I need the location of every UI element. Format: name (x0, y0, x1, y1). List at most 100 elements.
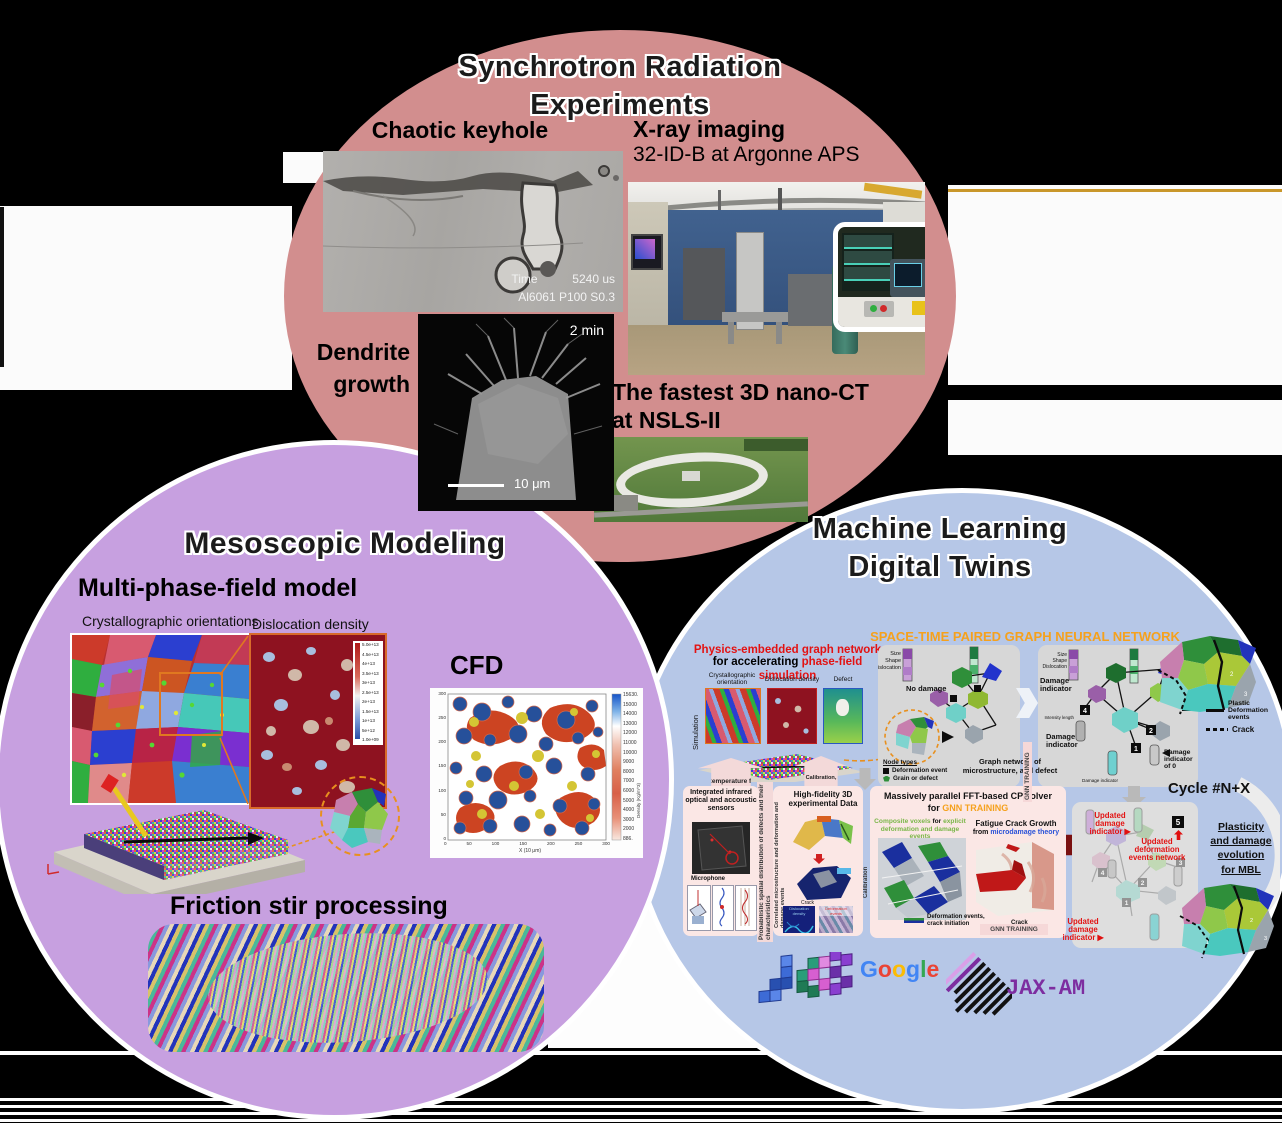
damage-indicator-zero: Damage indicator of 0 (1164, 749, 1193, 771)
cfd-xtick: 200 (546, 841, 555, 846)
updated-deformation: Updated deformation events network (1128, 837, 1186, 863)
damage-indicator-top: Damage indicator (1040, 676, 1072, 693)
disl-colorbar-labels: 5.0e+13 4.5e+13 4e+13 3.5e+13 3e+13 2.5e… (362, 642, 382, 742)
plasticity-note: Plasticity and damage evolution for MBL (1200, 820, 1282, 877)
cfd-cb-label: 9000 (623, 759, 635, 766)
fft-title-2: for GNN TRAINING (874, 803, 1062, 813)
cb-label: 4.5e+13 (362, 651, 379, 657)
google-letter: o (877, 956, 892, 982)
google-letter: l (920, 956, 927, 982)
hifi-3d-top (793, 816, 853, 850)
inset-control-box (864, 301, 894, 317)
phase-field-block-3d (52, 772, 307, 906)
inset-rack-row (844, 235, 892, 249)
google-letter: e (926, 956, 940, 982)
mesoscopic-title: Mesoscopic Modeling (184, 527, 506, 560)
keyhole-time-label: Time (511, 272, 538, 286)
inset-button-red (880, 305, 887, 312)
bg-black-sliver (0, 207, 4, 367)
synchrotron-title-line2: Experiments (530, 89, 710, 122)
keyhole-time: Time 5240 us (511, 272, 615, 286)
disl-colorbar: 5.0e+13 4.5e+13 4e+13 3.5e+13 3e+13 2.5e… (353, 641, 383, 745)
updated-network-graphic: 4 2 1 3 (1085, 807, 1185, 941)
sim-crys-image (705, 688, 761, 744)
cfd-ytick: 50 (440, 811, 446, 817)
updated-damage-1-text: Updated damage indicator (1089, 811, 1126, 837)
crack-line-icon (1206, 728, 1228, 732)
disl-graphic (261, 647, 355, 795)
bg-stripe (0, 1098, 1282, 1101)
xray-imaging-label: X-ray imaging (633, 116, 786, 142)
panel-chevron (1016, 688, 1038, 718)
num-5-square: 5 (1172, 816, 1184, 828)
cfd-cb-label: 4000 (623, 807, 635, 814)
xray-beamline-photo (628, 182, 925, 375)
faded-num: 2 (1141, 880, 1145, 887)
dendrite-graphic (433, 317, 603, 500)
cb-label: 1e+13 (362, 718, 375, 723)
cfd-x-label: X (10 μm) (518, 848, 542, 854)
cfd-cb-label: 15000 (623, 701, 637, 708)
gold-line (948, 189, 1282, 192)
cfd-ytick: 250 (438, 715, 446, 721)
fft-title-2-pre: for (927, 803, 943, 813)
hifi-panel: Correlated microstructure and deformatio… (773, 786, 863, 936)
inset-button-green (870, 305, 877, 312)
sensors-signal-2 (735, 885, 757, 931)
cracked-cluster-bottom-graphic: 2 3 1 (1179, 884, 1274, 959)
nanoct-line1: The fastest 3D nano-CT (612, 379, 869, 405)
updated-damage-1: Updated damage indicator ▶ (1082, 811, 1138, 837)
crack-num: 2 (1230, 672, 1234, 678)
sim-disl-label: Dislocation density (764, 676, 820, 683)
cfd-cb-label: 12000 (623, 730, 637, 737)
cfd-x-ticks: 0 50 100 150 200 250 300 (444, 841, 610, 846)
bar-label-dislocation: Dislocation (1043, 664, 1068, 670)
cfd-cb-label: 15630. (623, 692, 639, 698)
axes-icon (47, 864, 60, 875)
fatigue-cube-image (976, 842, 1054, 916)
dendrite-growth-label: Dendrite growth (295, 336, 410, 400)
sensors-ir-image (692, 822, 750, 874)
faded-num: 4 (1101, 870, 1105, 877)
fatigue-caption: Fatigue Crack Growth from microdamage th… (970, 819, 1062, 837)
xray-imaging-subtitle: 32-ID-B at Argonne APS (633, 143, 860, 166)
fatigue-from: from (972, 828, 991, 836)
jaxam-text: JAX-AM (1006, 976, 1086, 1001)
fft-legend-1: Deformation events, crack initiation (904, 914, 985, 927)
bg-stripe (0, 1051, 1282, 1055)
microphone-label: Microphone (691, 876, 725, 882)
dislocation-density-image: 5.0e+13 4.5e+13 4e+13 3.5e+13 3e+13 2.5e… (249, 633, 387, 809)
dendrite-label-line1: Dendrite (316, 339, 410, 365)
damage-indicator-small: Damage indicator (1082, 778, 1118, 783)
nanoct-line2: at NSLS-II (612, 406, 721, 433)
hifi-cube-1-label: Dislocation density (789, 906, 809, 916)
chaotic-keyhole-image: Time 5240 us Al6061 P100 S0.3 (323, 151, 623, 312)
cfd-ytick: 100 (438, 787, 446, 793)
updated-network-panel: 4 2 1 3 5 (1072, 802, 1198, 948)
legend1-label: Deformation events, crack initiation (927, 914, 985, 927)
google-letter: g (906, 956, 921, 982)
composite-caption: Composite voxels for explicit deformatio… (872, 818, 968, 841)
cfd-xtick: 50 (466, 841, 472, 846)
google-logo: Google (860, 956, 939, 983)
nanoct-label: The fastest 3D nano-CT at NSLS-II (612, 379, 869, 434)
cfd-ytick: 0 (443, 835, 446, 841)
fft-title-1: Massively parallel FFT-based CP solver (884, 791, 1052, 801)
cracked-cluster-top: 2 3 (1152, 634, 1260, 724)
schematic-graphic (689, 890, 707, 924)
inset-scope-screen (894, 263, 922, 287)
photo-table-leg (728, 322, 734, 344)
hifi-cube-2: Deformation events (819, 906, 853, 933)
photo-stage-equipment (788, 274, 832, 326)
cfd-cb-label: 11000 (623, 739, 637, 746)
dendrite-scale: 10 μm (514, 476, 551, 491)
red-arrow-icon: ▶ (1097, 933, 1104, 943)
sim-rotated-label: Simulation (691, 714, 700, 750)
disl-colorbar-gradient (355, 643, 360, 739)
bar-label-shape: Shape (1053, 658, 1068, 664)
node-types-legend: Node types Deformation event Grain or de… (883, 759, 947, 782)
cb-label: 4e+13 (362, 661, 375, 666)
calibration-strip: Calibration (863, 866, 869, 898)
node-types-title: Node types (883, 759, 917, 766)
